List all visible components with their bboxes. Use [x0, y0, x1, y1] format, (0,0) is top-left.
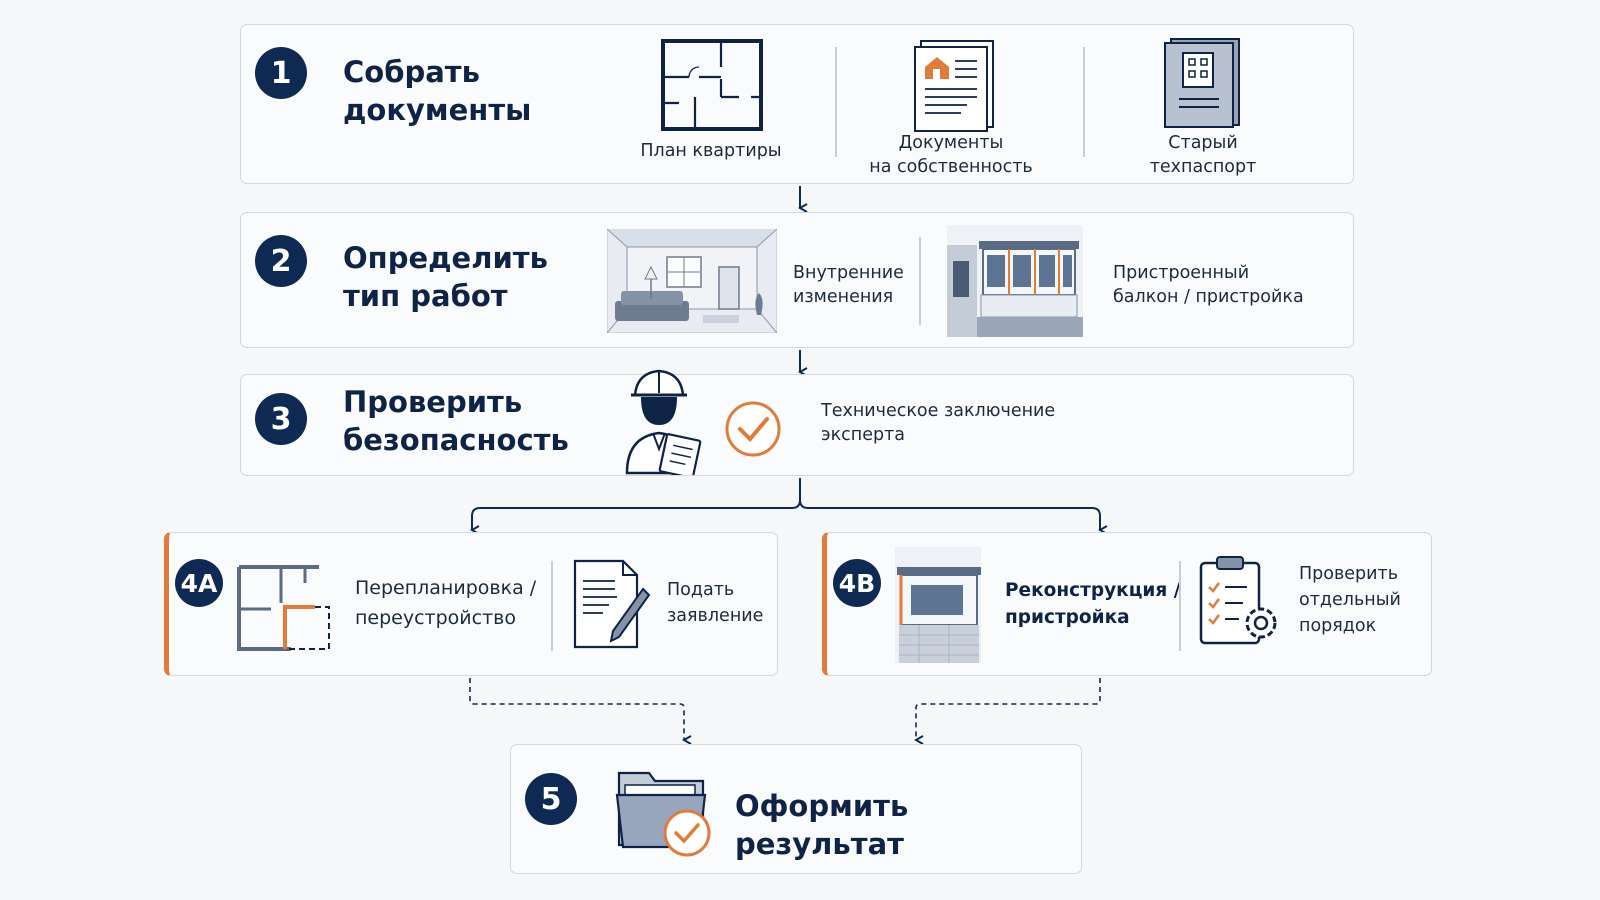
- folder-check-icon: [615, 771, 711, 857]
- step-3-item-label: Техническое заключение эксперта: [821, 401, 1056, 445]
- step-2-item-2-label: Пристроенный балкон / пристройка: [1113, 263, 1304, 307]
- step-4b-number: 4B: [833, 559, 881, 607]
- step-4b-item-2-label: Проверить отдельный порядок: [1299, 564, 1401, 636]
- step-1-title: Собрать документы: [343, 55, 532, 127]
- step-5-number: 5: [525, 773, 577, 825]
- step-2-number: 2: [255, 235, 307, 287]
- property-document-icon: [914, 40, 994, 132]
- step-1-item-1-label: План квартиры: [640, 141, 782, 161]
- step-4a-divider: [551, 561, 553, 651]
- step-4b-card: 4B Реконструкция / пристройка Проверить …: [822, 532, 1432, 676]
- tech-passport-icon: [1164, 38, 1240, 128]
- floor-plan-icon: [661, 39, 763, 131]
- step-4a-number: 4A: [175, 559, 223, 607]
- checklist-gear-icon: [1199, 556, 1277, 645]
- room-interior-icon: [607, 229, 777, 333]
- step-2-item-1-label: Внутренние изменения: [793, 263, 904, 307]
- step-3-card: 3 Проверить безопасность Техническое зак…: [240, 369, 1354, 476]
- step-2-card: 2 Определить тип работ Внутренние измене…: [240, 212, 1354, 348]
- branch-3-to-4: [472, 478, 1100, 530]
- step-4a-item-2-label: Подать заявление: [667, 580, 764, 626]
- step-5-title: Оформить результат: [735, 789, 909, 861]
- step-2-divider: [919, 237, 921, 325]
- step-4b-divider: [1179, 561, 1181, 651]
- step-1-number: 1: [255, 47, 307, 99]
- step-4a-card: 4A Перепланировка / переустройство Подат…: [164, 532, 778, 676]
- dashed-4-to-5: [469, 678, 1101, 740]
- application-pen-icon: [573, 559, 651, 649]
- step-1-divider-1: [835, 47, 837, 157]
- check-circle-icon: [725, 401, 781, 457]
- step-1-card: 1 Собрать документы План квартиры Докуме…: [240, 24, 1354, 184]
- step-3-title: Проверить безопасность: [343, 385, 569, 457]
- reconstruction-icon: [895, 547, 981, 663]
- step-1-item-2-label: Документы на собственность: [869, 133, 1033, 177]
- step-3-number: 3: [255, 393, 307, 445]
- step-4b-item-1-label: Реконструкция / пристройка: [1005, 580, 1181, 628]
- step-4a-item-1-label: Перепланировка / переустройство: [355, 577, 537, 629]
- replanning-icon: [237, 565, 330, 651]
- step-1-divider-2: [1083, 47, 1085, 157]
- balcony-extension-icon: [947, 225, 1083, 337]
- engineer-icon: [625, 369, 702, 475]
- step-5-card: 5 Оформить результат: [510, 744, 1082, 874]
- step-1-item-3-label: Старый техпаспорт: [1149, 133, 1257, 177]
- step-2-title: Определить тип работ: [343, 241, 548, 313]
